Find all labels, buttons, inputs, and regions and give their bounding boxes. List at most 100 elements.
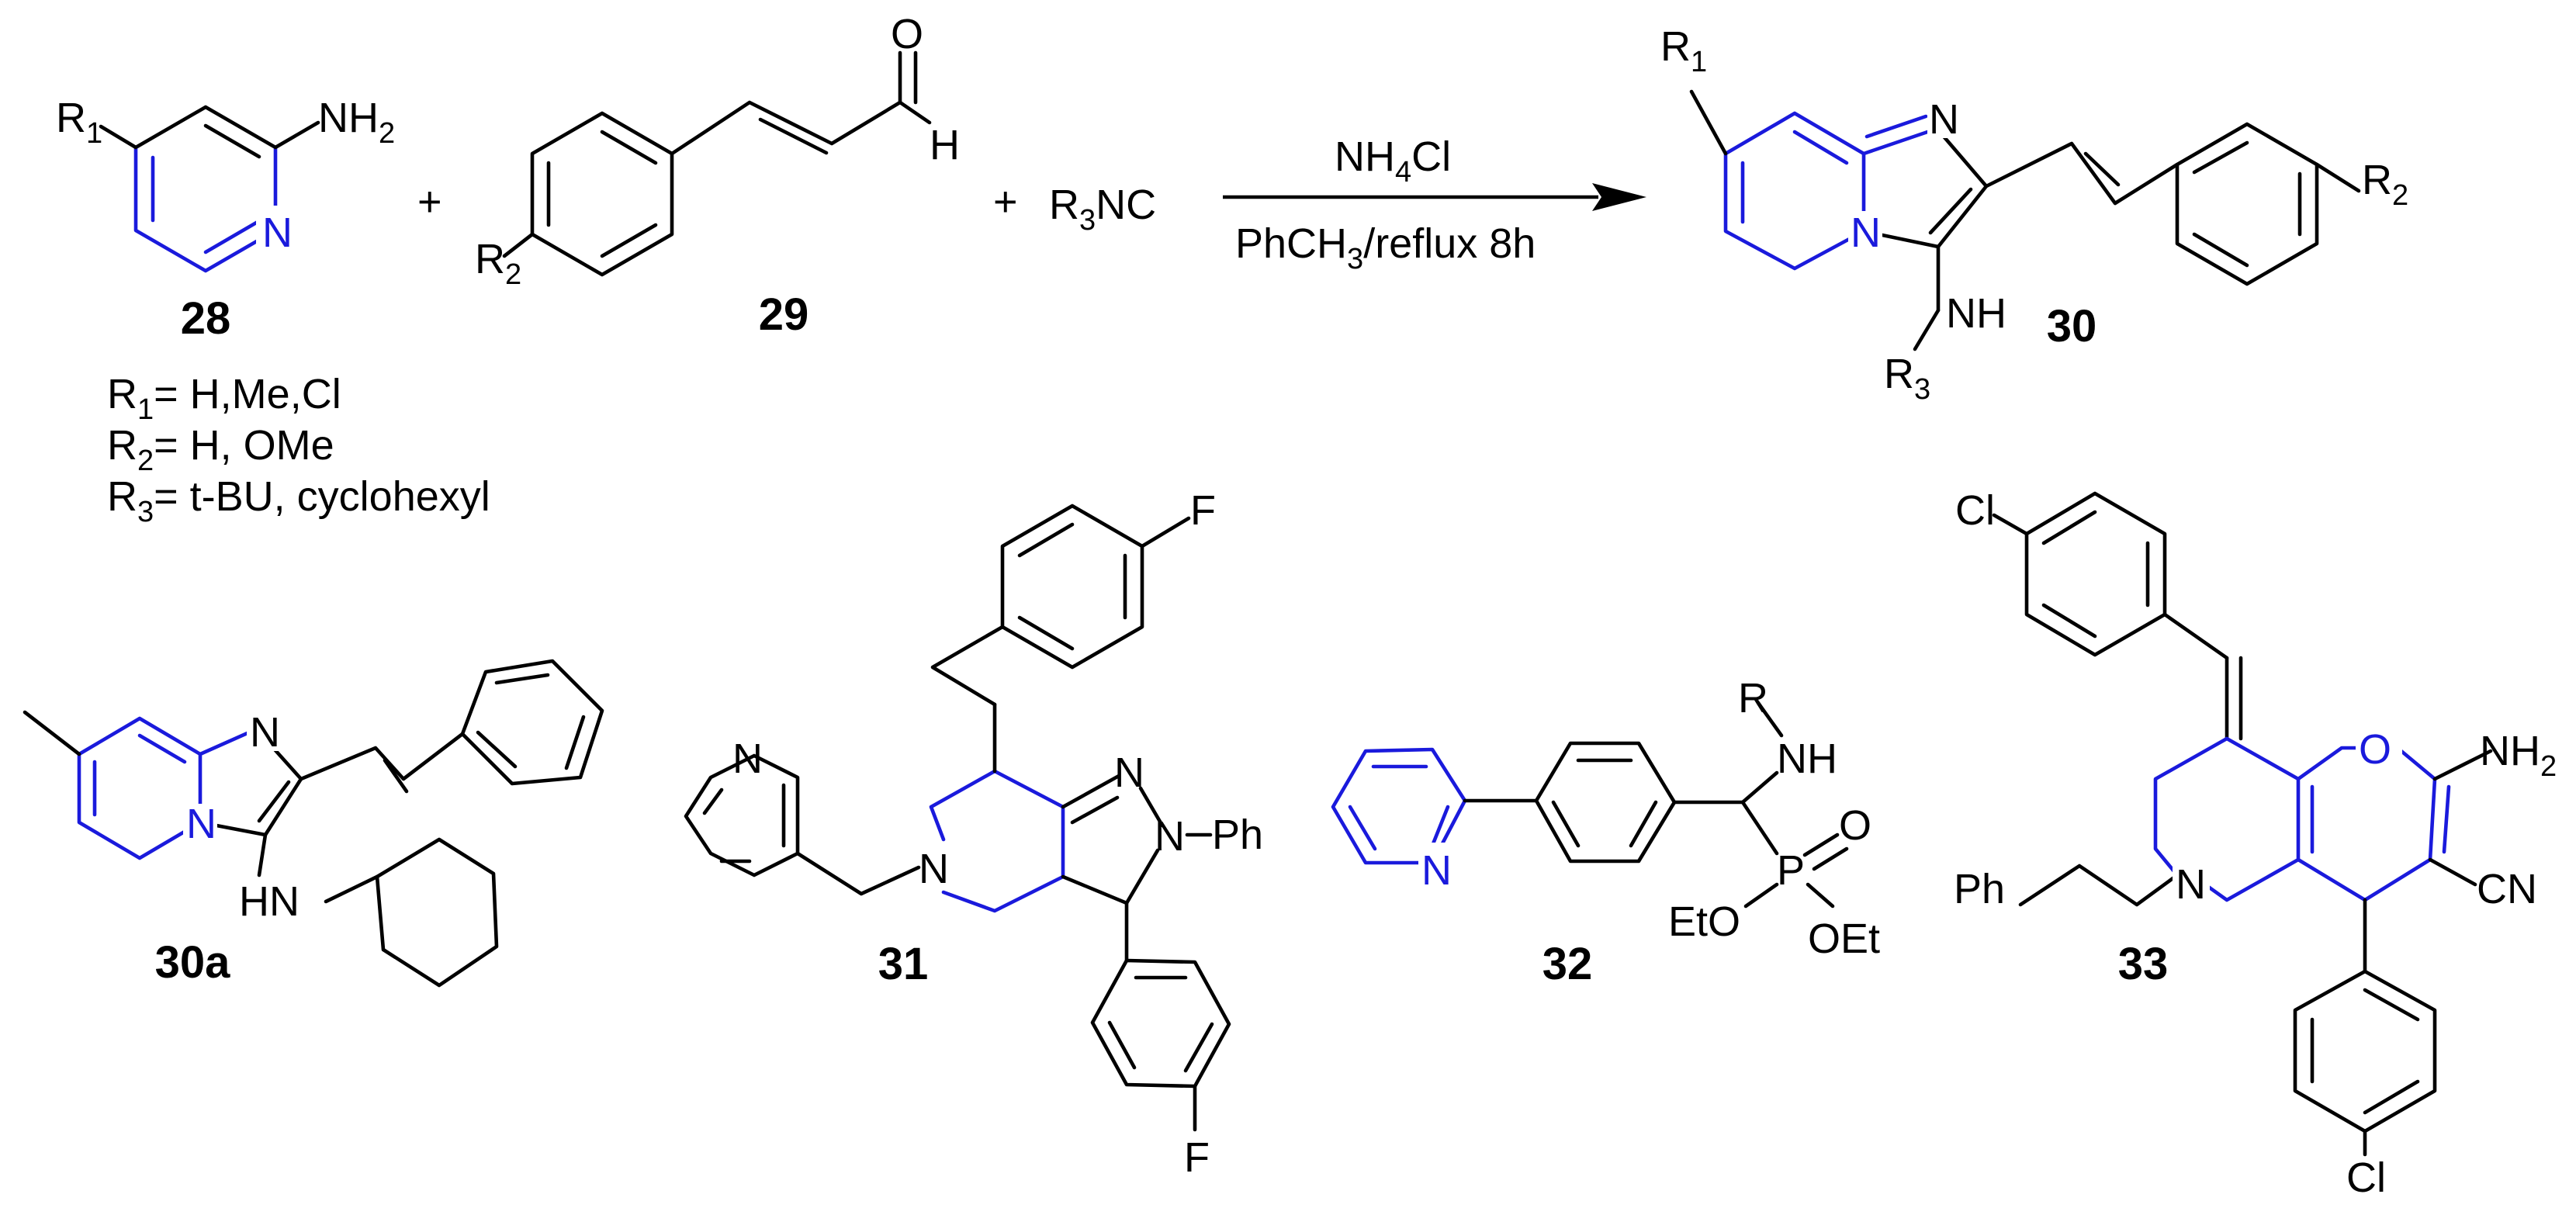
compound-30a-structure: N N HN [23,659,604,988]
bond-31-cn-d [1070,795,1120,825]
atom-29-r2: R2 [475,236,521,291]
bond-33-ab-d2 [2363,1079,2420,1115]
bond-31-fluoroaryl-top [1000,504,1144,670]
bond-30a-imid [198,732,303,837]
plus-sign-1: + [417,178,442,225]
bond-32-pyr-d3 [1430,805,1450,848]
atom-31-f-bot: F [1184,1134,1210,1181]
atom-32-nh: NH [1777,736,1837,782]
bond-28-d3 [203,123,261,159]
bond-29-d1 [600,130,658,165]
atom-33-nh2: NH2 [2480,728,2557,783]
bond-30-vinyl-d [2083,151,2121,187]
bond-30a-ph-d2 [564,715,586,770]
bond-33-nh2 [2432,749,2493,781]
atom-32-oet: OEt [1808,916,1880,962]
atom-31-n-pyridine: N [732,736,763,782]
plus-sign-2: + [993,178,1018,225]
compound-label-30: 30 [2047,301,2097,351]
compound-29-structure: O H R2 [475,11,960,291]
bond-32-cp [1740,800,1779,856]
atom-32-p: P [1777,847,1805,894]
bond-31-piperidine [929,769,1065,913]
bond-30a-ph-d1 [494,673,550,685]
bond-33-vinyl1 [2162,612,2229,660]
bond-31-fab-d2 [1183,1022,1214,1073]
atom-29-h: H [930,122,960,168]
atom-28-nh2: NH2 [318,95,395,150]
bond-30a-vinyl-d [383,758,409,794]
atom-32-r: R [1738,675,1768,722]
atom-30-nh: NH [1946,290,2006,337]
bond-33-cn [2428,857,2477,887]
bond-30-aryl-d3 [2192,232,2249,268]
bond-31-fab-d3 [1107,1020,1137,1070]
bond-31-ring5 [1061,848,1160,905]
bond-31-pyr-d1 [702,787,724,815]
bond-29-ring [530,111,674,277]
compound-label-28: 28 [181,293,231,344]
bond-32-poet1 [1743,882,1779,909]
atom-32-eto: EtO [1668,898,1740,945]
bond-29-d2 [600,223,658,258]
bond-32-nh [1740,770,1779,805]
bond-32-poet2 [1806,882,1835,909]
compound-30-structure: N N R1 NH R3 R2 [1660,23,2408,406]
atom-32-o: O [1839,802,1871,849]
atom-33-n: N [2176,861,2206,908]
atom-30a-hn: HN [239,878,299,925]
bond-30-r3 [1913,308,1941,351]
bond-33-ph-chain [2018,864,2180,907]
atom-32-n: N [1421,847,1452,894]
bond-30-aryl [2175,122,2319,286]
reaction-arrow [1223,183,1646,211]
bond-30-pyr [1723,111,1866,271]
bond-30a-cyclohexyl [375,837,499,988]
bond-30-vinyl [1984,141,2180,206]
atom-33-o: O [2359,726,2391,773]
bond-31-f-top [1140,516,1191,549]
bond-30a-ph-d3 [476,730,518,769]
bond-30a-pyr [77,716,203,860]
bond-33-piperidine [2153,736,2229,877]
atom-31-n-imine: N [1114,749,1144,796]
atom-28-r1: R1 [56,95,102,150]
bond-31-fat-d3 [1017,615,1075,651]
substituent-r2: R2= H, OMe [107,422,334,477]
bond-33-aryl-top [2024,491,2167,657]
bond-28-a [133,105,278,150]
atom-30-r3: R3 [1884,351,1930,406]
atom-31-n-amine: N [919,846,949,892]
bond-30a-me [23,710,81,756]
compound-label-30a: 30a [155,937,231,988]
isonitrile-reagent: R3NC [1049,182,1156,237]
bond-33-at-d1 [2041,510,2097,545]
atom-30-r2: R2 [2362,157,2408,212]
bond-30-cn-d [1864,114,1928,139]
bond-29-r2 [502,232,535,258]
atom-33-cn: CN [2477,866,2537,912]
bond-32-phen-d3 [1551,800,1581,848]
atom-29-o: O [891,11,923,57]
bond-31-ch2n [795,851,921,896]
bond-31-ch2ar [930,625,1005,707]
reaction-conditions: PhCH3/reflux 8h [1235,220,1536,275]
compound-33-structure: O N Cl NH2 CN Ph Cl [1954,487,2557,1201]
bond-29-alkene [758,117,829,155]
substituent-r3: R3= t-BU, cyclohexyl [107,473,490,528]
compound-32-structure: N R NH P O EtO OEt [1331,675,1880,962]
atom-30a-n-imine: N [250,709,280,756]
bond-30-imid [1861,130,1989,249]
bond-31-fat-d1 [1017,522,1075,558]
bond-31-nn [1138,786,1165,828]
bond-32-po2 [1812,846,1849,871]
bond-32-pyr-d2 [1348,805,1377,851]
atom-31-n-ph: N [1155,813,1185,860]
bond-30a-imid-d [257,780,291,823]
bond-28-nh2 [273,120,320,150]
bond-31-pyridine [684,753,800,877]
bond-30-cn [1861,126,1939,156]
bond-30-r1 [1689,89,1728,156]
compound-label-33: 33 [2118,939,2169,989]
